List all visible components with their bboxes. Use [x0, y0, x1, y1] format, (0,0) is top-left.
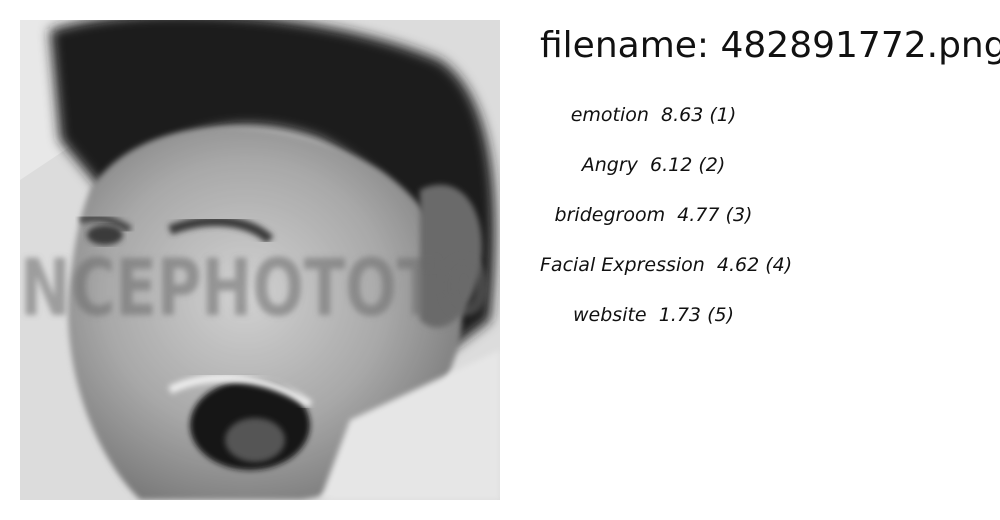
tag-rank: (5)	[707, 304, 734, 326]
tag-item: Angry 6.12 (2)	[540, 150, 767, 200]
tag-label: website	[573, 304, 647, 326]
tag-label: emotion	[570, 104, 649, 126]
tag-item: Facial Expression 4.62 (4)	[540, 250, 792, 300]
photo-face-icon: NCEPHOTOTO	[20, 20, 500, 500]
filename-title: filename: 482891772.png	[540, 25, 1000, 66]
photo: NCEPHOTOTO	[20, 20, 500, 500]
tag-list: emotion 8.63 (1) Angry 6.12 (2) bridegro…	[540, 100, 1000, 350]
tag-label: Facial Expression	[540, 254, 705, 276]
tag-label: bridegroom	[554, 204, 666, 226]
tag-label: Angry	[581, 154, 638, 176]
tag-score: 8.63	[661, 104, 704, 126]
tag-rank: (2)	[698, 154, 726, 176]
tag-score: 4.62	[716, 254, 760, 276]
tag-score: 4.77	[677, 204, 720, 226]
tag-item: website 1.73 (5)	[540, 300, 767, 350]
tag-score: 1.73	[658, 304, 702, 326]
tag-score: 6.12	[649, 154, 693, 176]
tag-rank: (4)	[765, 254, 793, 276]
tag-rank: (3)	[725, 204, 753, 226]
watermark-text: NCEPHOTOTO	[20, 244, 490, 334]
tag-item: bridegroom 4.77 (3)	[540, 200, 767, 250]
tag-rank: (1)	[709, 104, 737, 126]
tag-item: emotion 8.63 (1)	[540, 100, 767, 150]
